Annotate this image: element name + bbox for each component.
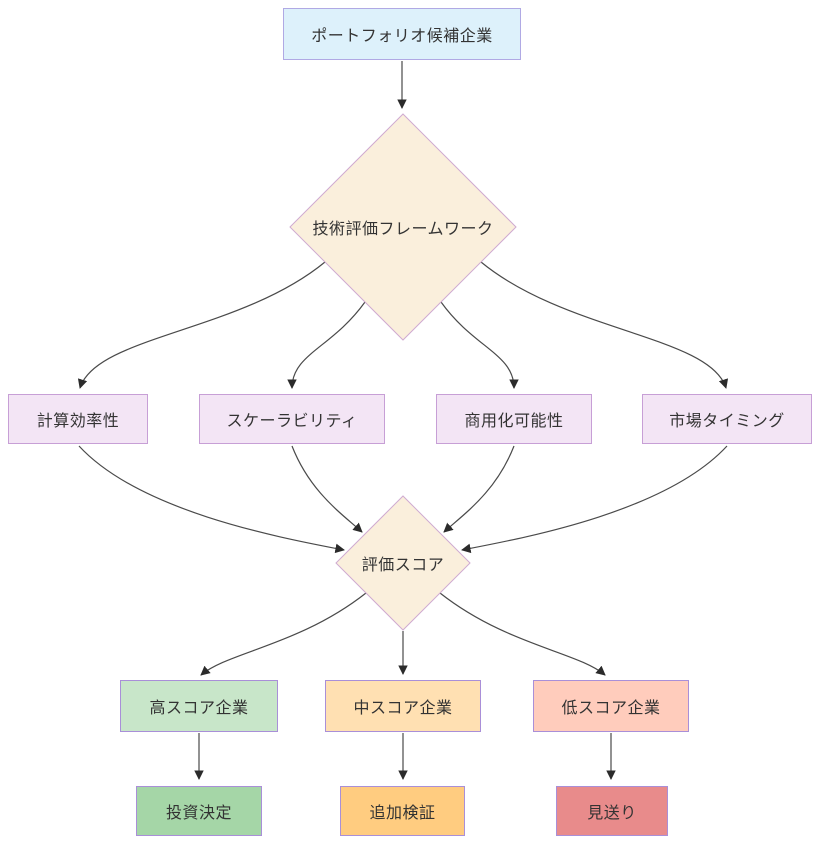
edge-score-low — [439, 592, 606, 676]
node-high: 高スコア企業 — [120, 680, 278, 732]
node-candidates: ポートフォリオ候補企業 — [283, 8, 521, 60]
node-invest: 投資決定 — [136, 786, 262, 836]
edge-scalability-score — [291, 445, 363, 533]
edge-score-high — [200, 592, 367, 676]
node-commercial: 商用化可能性 — [436, 394, 592, 444]
node-verify: 追加検証 — [340, 786, 465, 836]
node-framework-shape — [289, 113, 517, 341]
node-low: 低スコア企業 — [533, 680, 689, 732]
node-skip: 見送り — [556, 786, 668, 836]
edge-commercial-score — [443, 445, 515, 533]
edge-framework-commercial — [440, 301, 519, 389]
node-compute: 計算効率性 — [8, 394, 148, 444]
edge-framework-compute — [77, 261, 326, 389]
node-scalability: スケーラビリティ — [199, 394, 385, 444]
edge-framework-timing — [480, 261, 729, 389]
node-mid: 中スコア企業 — [325, 680, 481, 732]
node-score-shape — [335, 495, 471, 631]
edge-framework-scalability — [287, 301, 366, 389]
node-timing: 市場タイミング — [642, 394, 812, 444]
edge-compute-score — [78, 445, 345, 554]
edge-group — [77, 61, 729, 780]
edge-timing-score — [461, 445, 728, 554]
